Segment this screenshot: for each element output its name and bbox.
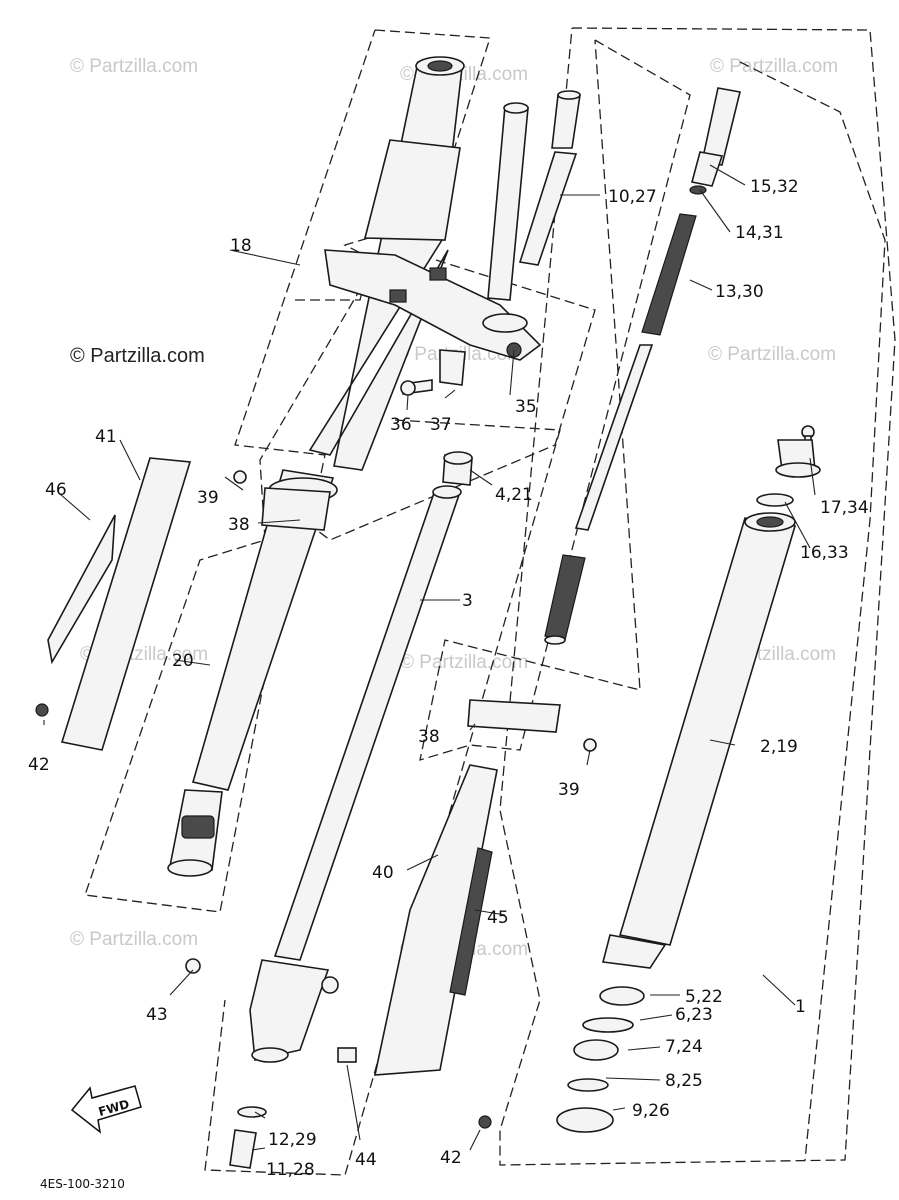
left-fork-guard — [35, 457, 192, 751]
callout-18: 18 — [230, 236, 252, 256]
partzilla-logo-text: © Partzilla.com — [70, 345, 205, 367]
callout-45: 45 — [487, 908, 509, 928]
damper-rod-assembly — [518, 90, 654, 645]
fork-cap-bolt — [756, 425, 821, 507]
watermark: © Partzilla.com — [710, 56, 838, 77]
small-hardware — [185, 958, 357, 1169]
fwd-arrow-icon: FWD — [70, 1085, 142, 1134]
watermark: © Partzilla.com — [70, 929, 198, 950]
leader-lines — [43, 164, 816, 1151]
callout-1: 1 — [795, 997, 806, 1017]
left-lower-leg — [249, 959, 339, 1063]
callout-13-30: 13,30 — [715, 282, 764, 302]
callout-16-33: 16,33 — [800, 543, 849, 563]
callout-39: 39 — [197, 488, 219, 508]
callout-10-27: 10,27 — [608, 187, 657, 207]
diagram-code: 4ES-100-3210 — [40, 1177, 125, 1191]
callout-2-19: 2,19 — [760, 737, 798, 757]
callout-39: 39 — [558, 780, 580, 800]
right-spring-assembly — [641, 87, 741, 336]
callout-20: 20 — [172, 651, 194, 671]
callout-46: 46 — [45, 480, 67, 500]
seal-stack — [556, 986, 645, 1133]
callout-5-22: 5,22 — [685, 987, 723, 1007]
callout-35: 35 — [515, 397, 537, 417]
cable-guide-and-bolt — [400, 349, 466, 396]
callout-43: 43 — [146, 1005, 168, 1025]
callout-6-23: 6,23 — [675, 1005, 713, 1025]
callout-8-25: 8,25 — [665, 1071, 703, 1091]
callout-37: 37 — [430, 415, 452, 435]
callout-38: 38 — [418, 727, 440, 747]
left-inner-tube — [273, 451, 473, 961]
callout-15-32: 15,32 — [750, 177, 799, 197]
callout-9-26: 9,26 — [632, 1101, 670, 1121]
right-outer-outline — [739, 61, 886, 1161]
callout-12-29: 12,29 — [268, 1130, 317, 1150]
callout-17-34: 17,34 — [820, 498, 869, 518]
callout-36: 36 — [390, 415, 412, 435]
callout-labels: 1 2,19 3 4,21 5,22 6,23 7,24 8,25 9,26 1… — [28, 177, 869, 1180]
right-fork-guard — [373, 764, 498, 1129]
watermark: © Partzilla.com — [708, 344, 836, 365]
left-fork-outer-tube — [167, 469, 338, 877]
callout-3: 3 — [462, 591, 473, 611]
watermark: © Partzilla.com — [400, 652, 528, 673]
lower-left-outline — [204, 419, 561, 1176]
callout-14-31: 14,31 — [735, 223, 784, 243]
callout-42: 42 — [28, 755, 50, 775]
callout-7-24: 7,24 — [665, 1037, 703, 1057]
callout-41: 41 — [95, 427, 117, 447]
callout-38: 38 — [228, 515, 250, 535]
right-fork-group-outline — [499, 27, 896, 1166]
fork-clamps — [233, 470, 597, 752]
callout-44: 44 — [355, 1150, 377, 1170]
callout-4-21: 4,21 — [495, 485, 533, 505]
watermark: © Partzilla.com — [70, 56, 198, 77]
callout-42: 42 — [440, 1148, 462, 1168]
right-outer-tube — [601, 512, 797, 969]
damper-group-outline — [419, 39, 691, 761]
steering-stem — [324, 102, 542, 361]
callout-11-28: 11,28 — [266, 1160, 315, 1180]
group-outlines — [84, 27, 896, 1176]
callout-40: 40 — [372, 863, 394, 883]
